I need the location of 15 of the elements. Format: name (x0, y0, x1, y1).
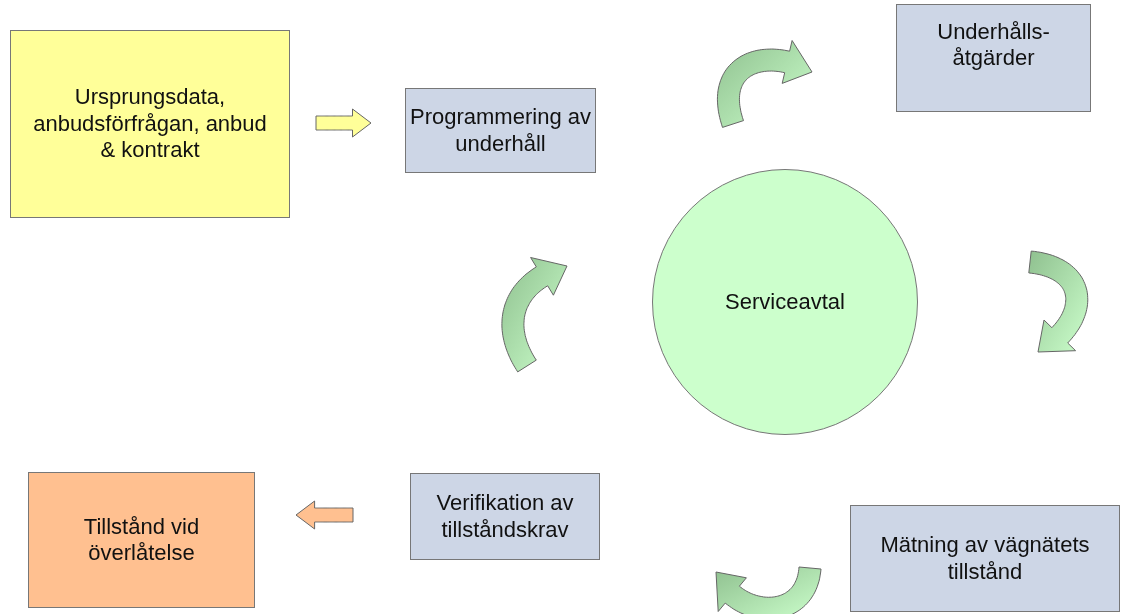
process-box (405, 88, 596, 173)
node-text: Programmering av underhåll (409, 104, 592, 157)
process-box (896, 4, 1091, 112)
process-box (28, 472, 255, 608)
process-box (10, 30, 290, 218)
node-text: Ursprungsdata, anbudsförfrågan, anbud & kontrakt (32, 84, 268, 164)
node-text: Mätning av vägnätets tillstånd (879, 532, 1091, 585)
block-arrow (295, 500, 354, 530)
node-text: Serviceavtal (725, 288, 845, 316)
node-text: Underhålls- åtgärder (936, 19, 1051, 72)
process-box (850, 505, 1120, 612)
node-text: Verifikation av tillståndskrav (435, 490, 575, 543)
node-text: Tillstånd vid överlåtelse (82, 513, 201, 567)
process-box (410, 473, 600, 560)
block-arrow (315, 108, 372, 138)
